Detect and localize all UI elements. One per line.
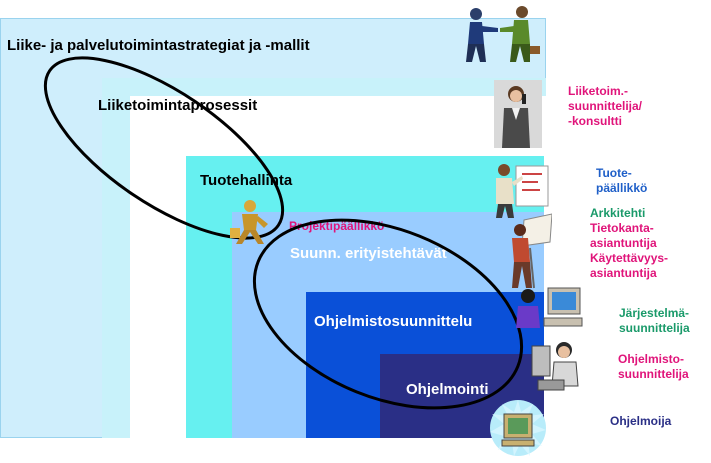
role-software-designer: Ohjelmisto- suunnittelija	[618, 352, 689, 381]
specialist-scope-ellipse	[252, 218, 524, 410]
role-database-usability: Tietokanta- asiantuntija Käytettävyys- a…	[590, 221, 669, 280]
handshake-icon	[456, 2, 542, 64]
programmer-icon	[530, 338, 580, 398]
role-product-manager: Tuote- päällikkö	[596, 166, 648, 195]
role-business-consultant: Liiketoim.- suunnittelija/ -konsultti	[568, 84, 643, 128]
presenter-icon	[492, 160, 550, 218]
level-special-label: Suunn. erityistehtävät	[290, 245, 447, 262]
level-design-label: Ohjelmistosuunnittelu	[314, 313, 473, 330]
drafting-table-icon	[510, 212, 553, 290]
monitor-icon	[488, 398, 548, 458]
level-product-label: Tuotehallinta	[200, 172, 293, 189]
puzzle-figure-icon	[228, 198, 272, 246]
role-programmer: Ohjelmoija	[610, 414, 672, 428]
project-manager-scope-ellipse	[43, 56, 285, 240]
computer-user-icon	[514, 286, 584, 336]
consultant-icon	[494, 80, 542, 148]
level-process-label: Liiketoimintaprosessit	[98, 97, 258, 114]
level-strategy-label: Liike- ja palvelutoimintastrategiat ja -…	[7, 37, 310, 54]
role-architect: Arkkitehti	[590, 206, 646, 220]
level-programming-label: Ohjelmointi	[406, 381, 489, 398]
role-system-designer: Järjestelmä- suunnittelija	[619, 306, 690, 335]
